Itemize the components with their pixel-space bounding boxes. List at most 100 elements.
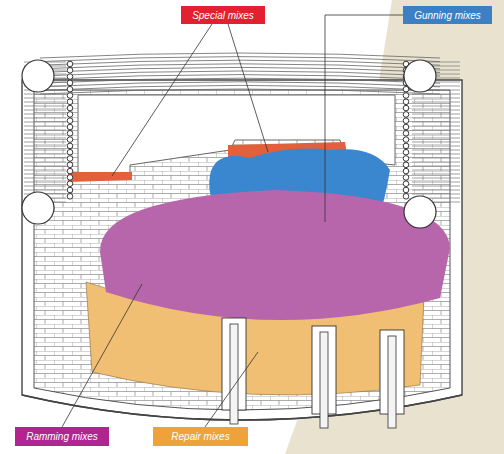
- coil-turn: [40, 67, 440, 72]
- coil-turn: [40, 89, 440, 94]
- coil-turn: [40, 85, 440, 90]
- coil-turn: [40, 53, 440, 58]
- special-mix-strip: [68, 172, 132, 182]
- coil-turn: [412, 194, 460, 195]
- coil-turn: [24, 114, 66, 115]
- coil-section: [403, 181, 409, 187]
- coil-turn: [24, 178, 66, 179]
- coil-turn: [412, 98, 460, 99]
- coil-section: [403, 99, 409, 105]
- leader-line: [228, 24, 268, 152]
- coil-turn: [24, 142, 66, 143]
- coil-section: [403, 105, 409, 111]
- coil-section: [67, 168, 73, 174]
- coil-section: [403, 143, 409, 149]
- ramming-area: [100, 190, 450, 320]
- coil-section: [403, 194, 409, 200]
- coil-turn: [40, 75, 440, 80]
- coil-turn: [40, 78, 440, 83]
- leader-line: [112, 24, 212, 176]
- coil-turn: [412, 94, 460, 95]
- coil-turn: [24, 186, 66, 187]
- coil-turn: [412, 170, 460, 171]
- coil-turn: [412, 162, 460, 163]
- ring-pipe: [404, 196, 436, 228]
- coil-section: [67, 93, 73, 99]
- ring-pipe: [22, 192, 54, 224]
- coil-section: [403, 112, 409, 118]
- coil-section: [67, 118, 73, 124]
- label-text: Gunning mixes: [414, 10, 481, 21]
- coil-turn: [412, 158, 460, 159]
- coil-turn: [40, 82, 440, 87]
- coil-section: [403, 156, 409, 162]
- coil-turn: [24, 162, 66, 163]
- label-box: Repair mixes: [153, 427, 248, 446]
- coil-turn: [412, 154, 460, 155]
- coil-section: [67, 175, 73, 181]
- leader-line: [325, 15, 403, 222]
- coil-turn: [412, 106, 460, 107]
- coil-turn: [40, 64, 440, 69]
- coil-turn: [40, 71, 440, 76]
- coil-turn: [412, 122, 460, 123]
- coil-turn: [412, 174, 460, 175]
- coil-turn: [412, 190, 460, 191]
- ring-pipe: [404, 60, 436, 92]
- coil-turn: [40, 57, 440, 62]
- leader-line: [62, 284, 142, 427]
- coil-section: [67, 124, 73, 130]
- plug-core: [388, 336, 396, 428]
- coil-turn: [24, 106, 66, 107]
- coil-turn: [412, 146, 460, 147]
- induction-coil: [22, 53, 460, 228]
- plug-core: [230, 324, 238, 424]
- coil-turn: [412, 118, 460, 119]
- leader-line: [205, 352, 258, 427]
- ring-pipe: [22, 60, 54, 92]
- coil-section: [67, 156, 73, 162]
- coil-turn: [412, 126, 460, 127]
- coil-section: [67, 105, 73, 111]
- coil-turn: [24, 102, 66, 103]
- coil-turn: [24, 98, 66, 99]
- coil-section: [403, 93, 409, 99]
- coil-section: [67, 80, 73, 86]
- coil-turn: [412, 110, 460, 111]
- label-box: Gunning mixes: [403, 6, 492, 24]
- coil-section: [67, 86, 73, 92]
- coil-section: [67, 99, 73, 105]
- coil-turn: [24, 118, 66, 119]
- coil-turn: [412, 102, 460, 103]
- coil-section: [67, 143, 73, 149]
- coil-section: [67, 181, 73, 187]
- coil-section: [403, 118, 409, 124]
- coil-turn: [412, 166, 460, 167]
- coil-section: [67, 61, 73, 67]
- label-box: Ramming mixes: [15, 427, 109, 446]
- label-text: Ramming mixes: [26, 431, 98, 442]
- coil-turn: [412, 130, 460, 131]
- coil-section: [67, 74, 73, 80]
- coil-section: [67, 162, 73, 168]
- coil-section: [67, 149, 73, 155]
- coil-turn: [24, 130, 66, 131]
- coil-turn: [24, 182, 66, 183]
- coil-turn: [412, 186, 460, 187]
- coil-turn: [412, 134, 460, 135]
- leader-lines: [62, 15, 403, 427]
- coil-section: [67, 112, 73, 118]
- coil-section: [403, 187, 409, 193]
- coil-turn: [24, 126, 66, 127]
- label-text: Repair mixes: [171, 431, 229, 442]
- coil-section: [403, 149, 409, 155]
- coil-turn: [24, 138, 66, 139]
- plug-core: [320, 332, 328, 428]
- coil-turn: [412, 182, 460, 183]
- coil-section: [403, 175, 409, 181]
- coil-section: [403, 137, 409, 143]
- coil-turn: [412, 150, 460, 151]
